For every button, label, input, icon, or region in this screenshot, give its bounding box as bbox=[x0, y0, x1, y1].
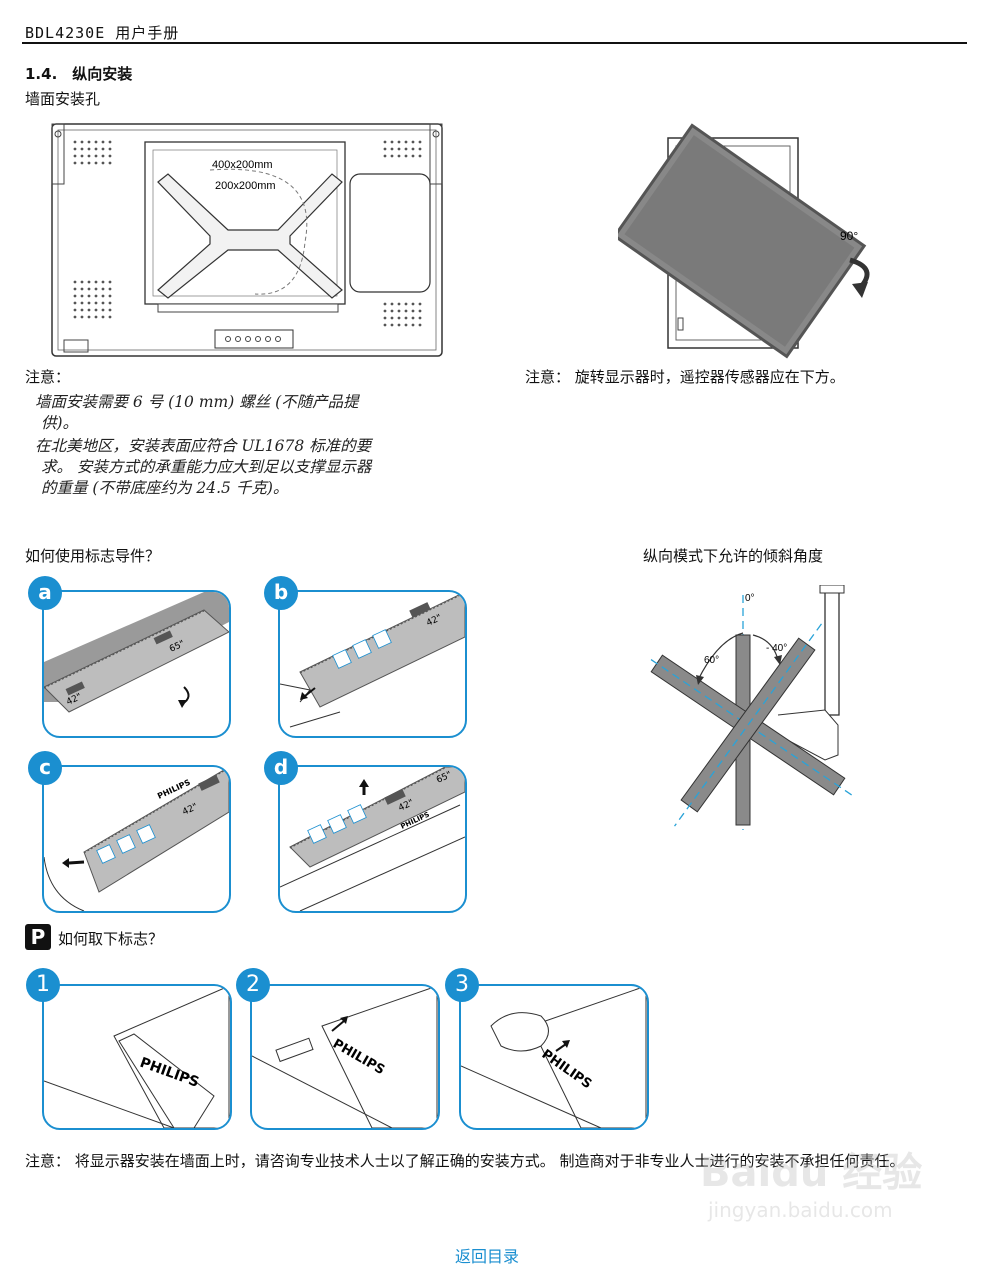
note-left-body: 墙面安装需要 6 号 (10 mm) 螺丝 (不随产品提 供)。 在北美地区，安… bbox=[35, 392, 465, 499]
badge-b: b bbox=[264, 576, 298, 610]
vesa-400-label: 400x200mm bbox=[212, 159, 273, 171]
note-line: 供)。 bbox=[41, 414, 79, 432]
header-divider bbox=[22, 42, 967, 44]
watermark-brand: Baidu 经验 bbox=[700, 1150, 923, 1196]
badge-c: c bbox=[28, 751, 62, 785]
vesa-200-label: 200x200mm bbox=[215, 180, 276, 192]
note-line: 墙面安装需要 6 号 (10 mm) 螺丝 (不随产品提 bbox=[35, 393, 359, 411]
note-left-label: 注意： bbox=[25, 368, 71, 386]
tilt-angle-40: - 40° bbox=[766, 643, 787, 654]
note-line: 在北美地区，安装表面应符合 UL1678 标准的要 bbox=[35, 437, 372, 455]
baidu-watermark: Baidu 经验 jingyan.baidu.com bbox=[700, 1140, 960, 1250]
tilt-angle-60: 60° bbox=[704, 655, 719, 666]
remove-panel-3: PHILIPS bbox=[459, 984, 649, 1130]
rotation-angle-label: 90° bbox=[840, 229, 858, 243]
note-line: 的重量 (不带底座约为 24.5 千克)。 bbox=[41, 479, 289, 497]
badge-d: d bbox=[264, 751, 298, 785]
back-to-contents-link[interactable]: 返回目录 bbox=[455, 1247, 520, 1266]
guide-panel-b: 42" bbox=[278, 590, 467, 738]
step-badge-3: 3 bbox=[445, 968, 479, 1002]
tilt-title: 纵向模式下允许的倾斜角度 bbox=[643, 547, 824, 565]
tilt-angle-diagram: 0° 60° - 40° bbox=[648, 585, 857, 830]
remove-title: 如何取下标志？ bbox=[58, 930, 164, 948]
guide-panel-a: 42" 65" bbox=[42, 590, 231, 738]
guide-title: 如何使用标志导件？ bbox=[25, 547, 161, 565]
wall-mount-holes-diagram: 400x200mm 200x200mm bbox=[51, 123, 443, 357]
remove-panel-2: PHILIPS bbox=[250, 984, 440, 1130]
footer-note: 注意： 将显示器安装在墙面上时，请咨询专业技术人士以了解正确的安装方式。 制造商… bbox=[25, 1152, 905, 1170]
guide-panel-d: 42" 65" PHILIPS bbox=[278, 765, 467, 913]
document-header-title: BDL4230E 用户手册 bbox=[25, 24, 180, 42]
remove-panel-1: PHILIPS bbox=[42, 984, 232, 1130]
tip-icon: P bbox=[25, 924, 51, 950]
section-subtitle: 墙面安装孔 bbox=[25, 90, 101, 108]
step-badge-2: 2 bbox=[236, 968, 270, 1002]
section-title: 1.4. 纵向安装 bbox=[25, 65, 133, 83]
watermark-url: jingyan.baidu.com bbox=[708, 1198, 893, 1222]
rotation-diagram: 90° bbox=[618, 123, 870, 359]
guide-panel-c: PHILIPS 42" bbox=[42, 765, 231, 913]
note-line: 求。 安装方式的承重能力应大到足以支撑显示器 bbox=[41, 458, 372, 476]
badge-a: a bbox=[28, 576, 62, 610]
step-badge-1: 1 bbox=[26, 968, 60, 1002]
note-right: 注意： 旋转显示器时，遥控器传感器应在下方。 bbox=[525, 368, 845, 386]
tilt-angle-0: 0° bbox=[745, 593, 755, 604]
